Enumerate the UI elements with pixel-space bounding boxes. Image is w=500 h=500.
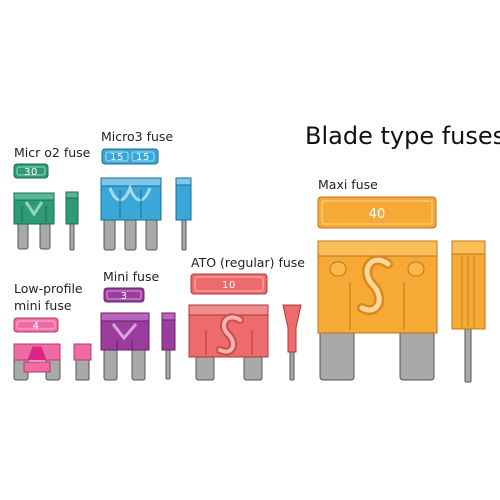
micro3-fuse-label: Micro3 fuse	[101, 129, 173, 144]
lowprofile-fuse-label-line1: Low-profile	[14, 281, 83, 296]
mini-fuse-group: Mini fuse 3	[100, 269, 176, 381]
maxi-fuse-group: Maxi fuse 40	[317, 177, 486, 383]
micro3-rating-badge: 15 15	[101, 148, 159, 165]
ato-fuse-group: ATO (regular) fuse 10	[188, 255, 305, 381]
micro2-rating-text: 30	[24, 167, 38, 178]
mini-fuse-side	[161, 312, 176, 380]
lowprofile-fuse-side	[73, 343, 92, 381]
micro2-rating-badge: 30	[13, 163, 49, 179]
micro3-rating-right-text: 15	[136, 152, 150, 163]
micro2-fuse-group: Micr o2 fuse 30	[13, 145, 91, 251]
ato-fuse-side	[282, 304, 302, 381]
micro2-fuse-front	[13, 192, 55, 250]
micro3-fuse-side	[175, 177, 192, 251]
lowprofile-rating-text: 4	[33, 321, 40, 332]
maxi-rating-badge: 40	[317, 196, 437, 229]
lowprofile-fuse-group: Low-profile mini fuse 4	[13, 281, 92, 381]
mini-rating-badge: 3	[103, 287, 145, 303]
diagram-title: Blade type fuses	[305, 122, 500, 150]
maxi-fuse-label: Maxi fuse	[318, 177, 378, 192]
micro3-rating-left-text: 15	[110, 152, 124, 163]
maxi-rating-text: 40	[369, 207, 386, 222]
micro3-fuse-front	[100, 177, 162, 251]
mini-fuse-label: Mini fuse	[103, 269, 159, 284]
ato-rating-text: 10	[222, 280, 236, 291]
lowprofile-fuse-label-line2: mini fuse	[14, 298, 72, 313]
mini-fuse-front	[100, 312, 150, 381]
maxi-fuse-side	[451, 240, 486, 383]
lowprofile-fuse-front	[13, 343, 61, 381]
ato-fuse-front	[188, 304, 269, 381]
maxi-fuse-front	[317, 240, 438, 381]
lowprofile-rating-badge: 4	[13, 317, 59, 333]
ato-rating-badge: 10	[190, 273, 268, 295]
micro2-fuse-label: Micr o2 fuse	[14, 145, 91, 160]
micro3-fuse-group: Micro3 fuse 15 15	[100, 129, 192, 251]
micro2-fuse-side	[65, 191, 79, 251]
mini-rating-text: 3	[121, 291, 128, 302]
ato-fuse-label: ATO (regular) fuse	[191, 255, 305, 270]
